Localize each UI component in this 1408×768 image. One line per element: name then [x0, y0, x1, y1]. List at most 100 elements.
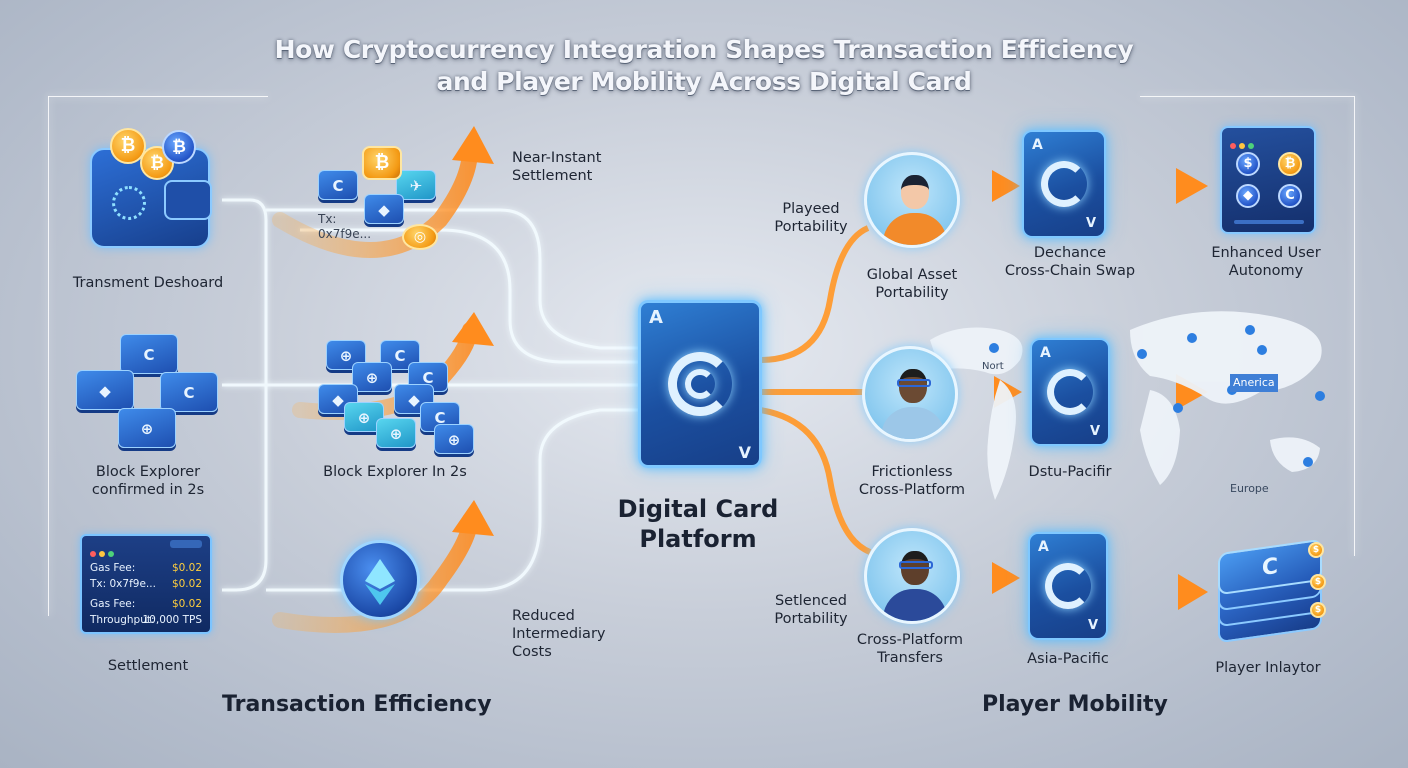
- reduced-costs-label: Reduced Intermediary Costs: [512, 607, 606, 661]
- cross-platform-label: Cross-Platform Transfers: [840, 631, 980, 667]
- card-rank: A: [649, 307, 663, 328]
- reduced-line-2: Intermediary: [512, 626, 606, 642]
- card-rank-bottom: V: [1087, 618, 1098, 633]
- wallet-app-icon[interactable]: $ ₿ ◆ C: [1220, 126, 1316, 234]
- card-logo-ring: [1047, 369, 1093, 415]
- playing-card-icon[interactable]: A V: [1030, 338, 1110, 446]
- avatar-icon: [864, 152, 960, 248]
- global-line-1: Global Asset: [866, 267, 958, 283]
- near-instant-label: Near-Instant Settlement: [512, 149, 601, 185]
- explorer-label: Block Explorer confirmed in 2s: [58, 463, 238, 499]
- crypto-tile-icon: C: [318, 170, 358, 200]
- card-rank-bottom: V: [738, 443, 751, 462]
- asia-pacific-label: Asia-Pacific: [1027, 651, 1109, 667]
- crypto-tile-icon: ✈: [396, 170, 436, 200]
- line-platform-top: [759, 225, 870, 363]
- section-player-mobility: Player Mobility: [982, 692, 1168, 717]
- card-rank: A: [1032, 137, 1043, 153]
- played-line-2: Portability: [774, 219, 848, 235]
- cross-line-1: Cross-Platform: [856, 632, 964, 648]
- terminal-row2-key: Tx: 0x7f9e...: [90, 578, 156, 590]
- line-platform-bottom: [759, 407, 872, 555]
- terminal-row4-key: Throughput:: [90, 614, 155, 626]
- terminal-row3-val: $0.02: [171, 598, 202, 610]
- frictionless-line-1: Frictionless: [871, 464, 953, 480]
- arrowhead-6: [1178, 574, 1208, 610]
- dollar-coin-icon: $: [1236, 152, 1260, 176]
- line-bottom-to-platform: [266, 408, 638, 592]
- card-rank: A: [1038, 539, 1049, 555]
- card-logo-ring-inner: [685, 369, 715, 399]
- section-transaction-efficiency: Transaction Efficiency: [222, 692, 492, 717]
- frictionless-line-2: Cross-Platform: [858, 482, 966, 498]
- bitcoin-coin-icon: ₿: [1278, 152, 1302, 176]
- avatar-icon: [864, 528, 960, 624]
- frictionless-label: Frictionless Cross-Platform: [842, 463, 982, 499]
- playing-card-icon[interactable]: A V: [638, 300, 762, 468]
- frame-right: [1140, 96, 1354, 97]
- played-portability-label: Playeed Portability: [756, 200, 866, 236]
- enhanced-autonomy-label: Enhanced User Autonomy: [1196, 244, 1336, 280]
- global-line-2: Portability: [875, 285, 949, 301]
- reduced-line-1: Reduced: [512, 608, 575, 624]
- line-top-inner: [300, 228, 638, 364]
- playing-card-icon[interactable]: A V: [1028, 532, 1108, 640]
- crypto-tile-icon: C: [160, 372, 218, 412]
- explorer-label-line-1: Block Explorer: [95, 464, 201, 480]
- coin-badge-icon: $: [1310, 574, 1326, 590]
- platform-label: Digital Card Platform: [600, 494, 796, 554]
- crypto-tile-icon: ⊕: [118, 408, 176, 448]
- terminal-header-badge: [170, 540, 202, 548]
- crypto-tile-icon: ⊕: [434, 424, 474, 454]
- terminal-row3-key: Gas Fee:: [90, 598, 136, 610]
- map-america-label: Anerica: [1230, 374, 1278, 392]
- reduced-line-3: Costs: [512, 644, 552, 660]
- page-title: How Cryptocurrency Integration Shapes Tr…: [204, 34, 1204, 98]
- map-europe-label: Europe: [1230, 482, 1269, 495]
- card-rank: A: [1040, 345, 1051, 361]
- terminal-row1-key: Gas Fee:: [90, 562, 136, 574]
- platform-label-line-2: Platform: [639, 525, 757, 553]
- arrowhead-5: [992, 562, 1020, 594]
- crypto-c-icon: C: [1278, 184, 1302, 208]
- near-instant-line-1: Near-Instant: [512, 150, 602, 166]
- card-rank-bottom: V: [1089, 424, 1100, 439]
- coin-badge-icon: $: [1308, 542, 1324, 558]
- settlement-terminal: Gas Fee: $0.02 Tx: 0x7f9e... $0.02 Gas F…: [80, 534, 212, 634]
- ethereum-icon: ◆: [364, 194, 404, 224]
- player-inlaytor-label: Player Inlaytor: [1215, 660, 1321, 676]
- coin-icon: ◎: [402, 224, 438, 250]
- crypto-tile-icon: C: [120, 334, 178, 374]
- played-line-1: Playeed: [782, 201, 840, 217]
- crypto-tile-icon: ◆: [76, 370, 134, 410]
- arrow-top-head: [452, 126, 494, 164]
- near-instant-line-2: Settlement: [512, 168, 593, 184]
- enhanced-line-2: Autonomy: [1228, 263, 1304, 279]
- dechance-line-1: Dechance: [1033, 245, 1107, 261]
- platform-label-line-1: Digital Card: [617, 495, 779, 523]
- terminal-row2-val: $0.02: [171, 578, 202, 590]
- title-line-1: How Cryptocurrency Integration Shapes Tr…: [274, 35, 1134, 64]
- dstu-pacific-label: Dstu-Pacifir: [1028, 464, 1112, 480]
- progress-bar: [1234, 220, 1304, 224]
- dechance-line-2: Cross-Chain Swap: [1004, 263, 1136, 279]
- coin-badge-icon: $: [1310, 602, 1326, 618]
- card-logo-ring: [1045, 563, 1091, 609]
- dechance-label: Dechance Cross-Chain Swap: [1000, 244, 1140, 280]
- bitcoin-coin-icon-2: ₿: [140, 146, 174, 180]
- terminal-row1-val: $0.02: [171, 562, 202, 574]
- arrowhead-2: [1176, 168, 1208, 204]
- arrow-bottom-head: [452, 500, 494, 536]
- frame-right-vertical: [1354, 96, 1355, 556]
- frame-left: [48, 96, 268, 97]
- stack-icon: C $ $ $: [1212, 530, 1332, 650]
- block-explorer-label: Block Explorer In 2s: [323, 464, 467, 480]
- tx-label: Tx: 0x7f9e...: [318, 212, 371, 242]
- arrowhead-1: [992, 170, 1020, 202]
- frame-left-vertical: [48, 96, 49, 616]
- card-rank-bottom: V: [1085, 216, 1096, 231]
- playing-card-icon[interactable]: A V: [1022, 130, 1106, 238]
- arrow-mid-head: [452, 312, 494, 346]
- avatar-icon: [862, 346, 958, 442]
